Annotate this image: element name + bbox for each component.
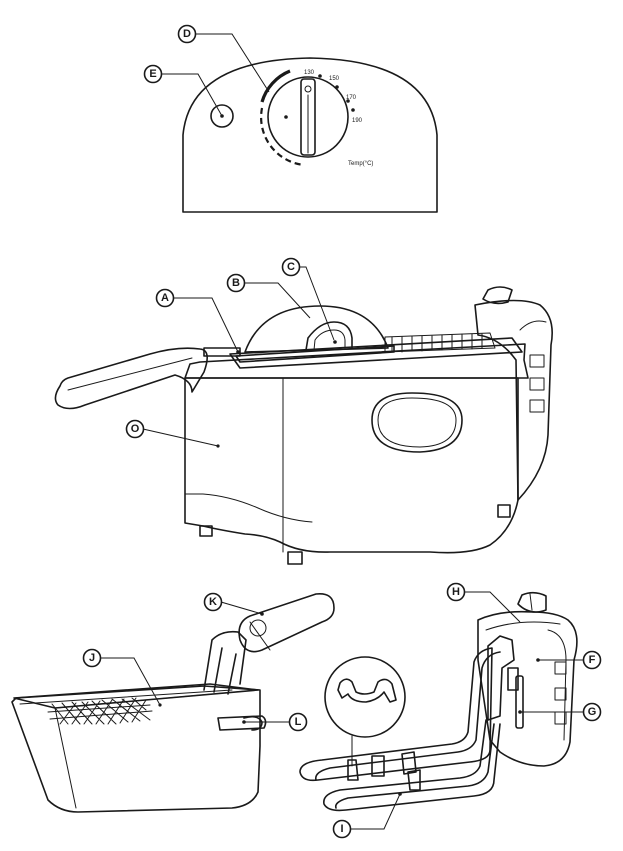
- thermostat-dial[interactable]: [260, 69, 349, 167]
- svg-text:A: A: [161, 292, 169, 304]
- heating-element-assembly: [299, 591, 584, 830]
- clip-detail-zoom: [324, 656, 406, 738]
- control-panel: 130 150 170 190 Temp(°C): [161, 33, 438, 213]
- svg-text:G: G: [588, 706, 597, 718]
- basket-mesh: [47, 697, 153, 725]
- svg-text:D: D: [183, 28, 191, 40]
- svg-text:L: L: [295, 716, 302, 728]
- label-D: D: [177, 24, 197, 44]
- label-J: J: [82, 648, 102, 668]
- svg-text:E: E: [149, 68, 156, 80]
- label-F: F: [582, 650, 602, 670]
- svg-text:I: I: [340, 823, 343, 835]
- label-O: O: [125, 419, 145, 439]
- temp-170: 170: [346, 95, 357, 101]
- temp-dot: [346, 99, 350, 103]
- label-E: E: [143, 64, 163, 84]
- power-indicator-light: [210, 104, 234, 128]
- label-G: G: [582, 702, 602, 722]
- temperature-scale: 130 150 170 190 Temp(°C): [304, 70, 373, 167]
- temp-dot: [318, 74, 322, 78]
- frying-basket: [11, 592, 335, 813]
- label-A: A: [155, 288, 175, 308]
- temp-130: 130: [304, 70, 315, 76]
- label-H: H: [446, 582, 466, 602]
- svg-text:K: K: [209, 596, 217, 608]
- label-K: K: [203, 592, 223, 612]
- label-B: B: [226, 273, 246, 293]
- svg-text:J: J: [89, 652, 95, 664]
- svg-text:F: F: [589, 654, 596, 666]
- svg-text:B: B: [232, 277, 240, 289]
- svg-text:C: C: [287, 261, 295, 273]
- label-L: L: [288, 712, 308, 732]
- temp-150: 150: [329, 76, 340, 82]
- svg-text:H: H: [452, 586, 460, 598]
- temp-dot: [335, 85, 339, 89]
- label-I: I: [332, 819, 352, 839]
- temp-dot: [351, 108, 355, 112]
- label-C: C: [281, 257, 301, 277]
- deep-fryer-assembled: [54, 266, 553, 565]
- svg-text:O: O: [131, 423, 140, 435]
- temp-unit-label: Temp(°C): [348, 161, 373, 167]
- temp-190: 190: [352, 118, 363, 124]
